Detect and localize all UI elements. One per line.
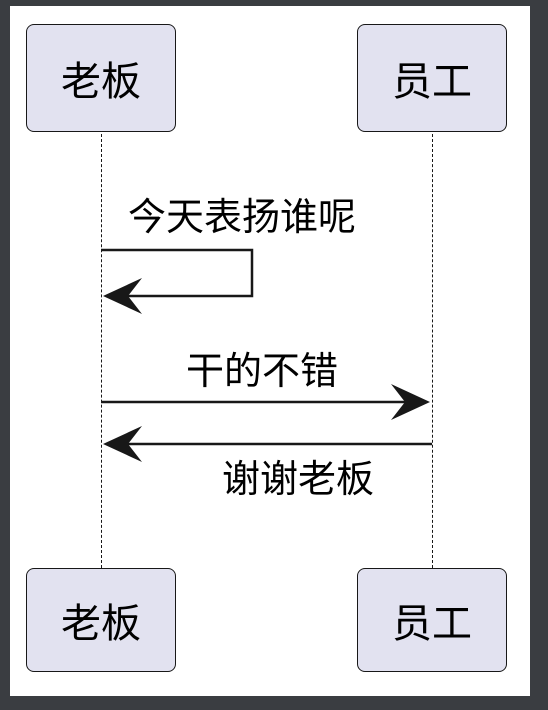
message-arrows <box>101 248 432 462</box>
message-label-request: 干的不错 <box>186 349 339 393</box>
lifeline-boss <box>101 134 102 568</box>
participant-employee-bottom: 员工 <box>357 568 507 672</box>
participant-boss-top: 老板 <box>26 24 176 132</box>
message-label-reply: 谢谢老板 <box>222 457 375 501</box>
sequence-diagram: 老板 员工 老板 员工 今天表扬谁呢 干的不错 谢谢老板 <box>10 6 530 696</box>
reply-arrowhead <box>103 426 142 462</box>
participant-label: 员工 <box>392 601 472 647</box>
self-message-arrow <box>101 248 254 298</box>
participant-label: 老板 <box>61 59 141 105</box>
participant-label: 老板 <box>61 601 141 647</box>
participant-label: 员工 <box>392 59 472 105</box>
request-arrowhead <box>391 384 430 420</box>
participant-employee-top: 员工 <box>357 24 507 132</box>
lifeline-employee <box>432 134 433 568</box>
message-label-self: 今天表扬谁呢 <box>128 195 357 239</box>
self-message-arrowhead <box>103 278 142 314</box>
participant-boss-bottom: 老板 <box>26 568 176 672</box>
